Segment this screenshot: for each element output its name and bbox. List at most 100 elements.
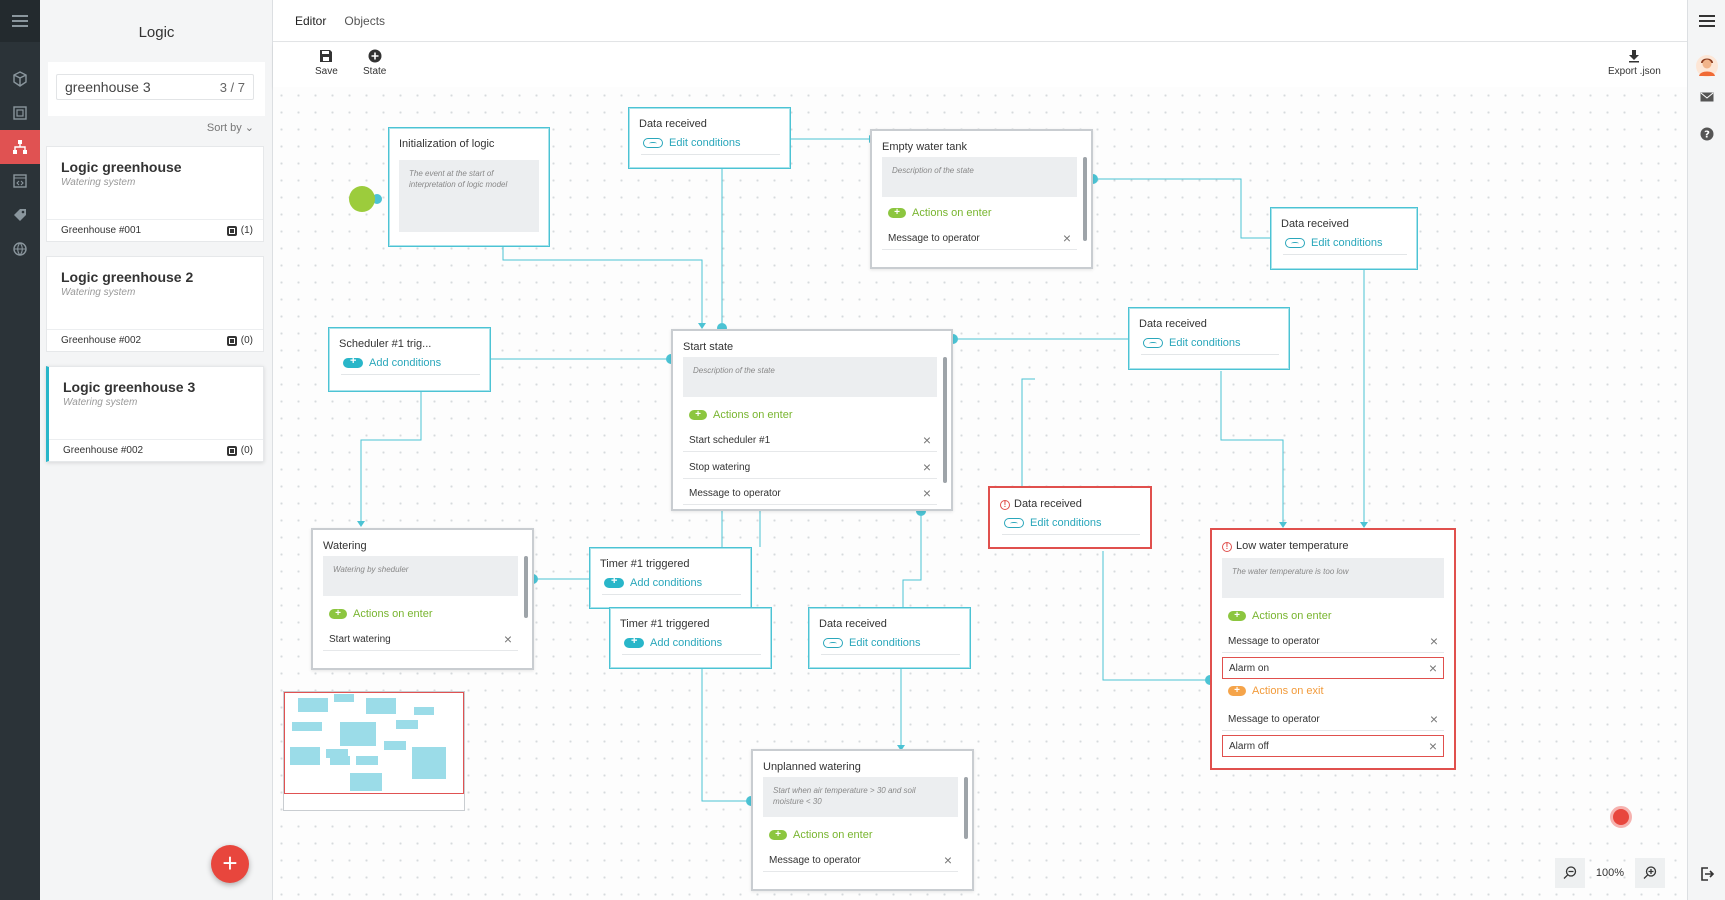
save-button[interactable]: Save <box>315 49 338 77</box>
action-row-error[interactable]: Alarm on× <box>1222 657 1444 679</box>
remove-icon[interactable]: × <box>922 485 931 501</box>
node-data-received-error[interactable]: !Data received Edit conditions <box>988 486 1152 549</box>
action-row[interactable]: Start scheduler #1× <box>683 430 937 452</box>
sort-by-dropdown[interactable]: Sort by ⌄ <box>207 121 254 134</box>
action-label: Stop watering <box>689 462 751 473</box>
actions-on-enter-header[interactable]: +Actions on enter <box>1228 610 1332 622</box>
remove-icon[interactable]: × <box>1429 633 1438 649</box>
help-button[interactable]: ? <box>1688 127 1725 141</box>
zoom-out-button[interactable] <box>1555 858 1585 888</box>
actions-on-exit-header[interactable]: +Actions on exit <box>1228 685 1324 697</box>
add-conditions-link[interactable]: Add conditions <box>343 355 442 369</box>
right-menu-button[interactable] <box>1688 0 1725 42</box>
node-title: !Data received <box>1000 498 1082 510</box>
remove-icon[interactable]: × <box>1062 230 1071 246</box>
action-row-error[interactable]: Alarm off× <box>1222 735 1444 757</box>
remove-icon[interactable]: × <box>1428 660 1437 676</box>
actions-on-enter-header[interactable]: +Actions on enter <box>689 409 793 421</box>
node-low-water-temperature[interactable]: !Low water temperature The water tempera… <box>1210 528 1456 770</box>
tab-objects[interactable]: Objects <box>344 13 386 28</box>
logic-item-selected[interactable]: Logic greenhouse 3 Watering system Green… <box>46 366 264 462</box>
zoom-out-icon <box>1563 866 1577 879</box>
main-nav-rail <box>0 0 40 900</box>
nav-code-button[interactable] <box>0 164 40 198</box>
node-watering[interactable]: Watering Watering by sheduler +Actions o… <box>311 528 534 670</box>
minimap-viewport[interactable] <box>284 692 464 794</box>
nav-network-button[interactable] <box>0 232 40 266</box>
remove-icon[interactable]: × <box>1428 738 1437 754</box>
logic-item[interactable]: Logic greenhouse Watering system Greenho… <box>46 146 264 242</box>
scrollbar[interactable] <box>964 777 968 839</box>
add-logic-button[interactable]: + <box>211 845 249 883</box>
node-unplanned-watering[interactable]: Unplanned watering Start when air temper… <box>751 749 974 891</box>
logic-item[interactable]: Logic greenhouse 2 Watering system Green… <box>46 256 264 352</box>
messages-button[interactable] <box>1688 92 1725 102</box>
start-point[interactable] <box>349 186 375 212</box>
right-rail: ? <box>1687 0 1725 900</box>
action-row[interactable]: Stop watering × <box>683 457 937 479</box>
actions-on-enter-header[interactable]: +Actions on enter <box>888 207 992 219</box>
node-title: Watering <box>323 540 367 552</box>
nav-logic-button[interactable] <box>0 130 40 164</box>
edit-conditions-link[interactable]: Edit conditions <box>1285 237 1383 249</box>
remove-icon[interactable]: × <box>943 852 952 868</box>
remove-icon[interactable]: × <box>922 459 931 475</box>
tab-editor[interactable]: Editor <box>295 13 327 28</box>
remove-icon[interactable]: × <box>1429 711 1438 727</box>
node-initialization[interactable]: Initialization of logic The event at the… <box>388 127 550 247</box>
action-row[interactable]: Message to operator× <box>683 483 937 505</box>
minimap[interactable] <box>283 691 465 811</box>
logic-item-subtitle: Watering system <box>61 287 136 298</box>
menu-button[interactable] <box>0 0 40 42</box>
node-data-received[interactable]: Data received Edit conditions <box>628 107 791 169</box>
actions-on-enter-header[interactable]: +Actions on enter <box>329 608 433 620</box>
user-avatar[interactable] <box>1688 54 1725 78</box>
edit-conditions-link[interactable]: Edit conditions <box>643 137 741 149</box>
action-row[interactable]: Message to operator× <box>1222 709 1444 731</box>
node-timer-triggered[interactable]: Timer #1 triggered Add conditions <box>589 547 752 609</box>
record-button[interactable] <box>1610 806 1632 828</box>
node-scheduler-trigger[interactable]: Scheduler #1 trig... Add conditions <box>328 327 491 392</box>
link-label: Edit conditions <box>849 637 921 649</box>
divider <box>1141 354 1279 355</box>
nav-tags-button[interactable] <box>0 198 40 232</box>
link-label: Add conditions <box>369 357 442 369</box>
arrow-head <box>357 521 365 527</box>
add-conditions-link[interactable]: Add conditions <box>604 575 702 589</box>
action-label: Message to operator <box>1228 636 1320 647</box>
remove-icon[interactable]: × <box>503 631 512 647</box>
nav-objects-button[interactable] <box>0 62 40 96</box>
edit-conditions-link[interactable]: Edit conditions <box>823 637 921 649</box>
node-data-received[interactable]: Data received Edit conditions <box>808 607 971 669</box>
edit-conditions-link[interactable]: Edit conditions <box>1143 337 1241 349</box>
add-conditions-link[interactable]: Add conditions <box>624 635 722 649</box>
edit-conditions-link[interactable]: Edit conditions <box>1004 517 1102 529</box>
logic-item-footer: Greenhouse #001 (1) <box>47 219 263 241</box>
node-start-state[interactable]: Start state Description of the state +Ac… <box>671 329 953 511</box>
zoom-in-button[interactable] <box>1635 858 1665 888</box>
search-input[interactable] <box>65 79 215 95</box>
scrollbar[interactable] <box>1083 157 1087 241</box>
node-data-received[interactable]: Data received Edit conditions <box>1270 207 1418 270</box>
node-empty-water-tank[interactable]: Empty water tank Description of the stat… <box>870 129 1093 269</box>
wire <box>701 669 751 802</box>
node-data-received[interactable]: Data received Edit conditions <box>1128 307 1290 370</box>
logic-canvas[interactable]: Initialization of logic The event at the… <box>273 87 1687 900</box>
logout-button[interactable] <box>1688 866 1725 882</box>
nav-devices-button[interactable] <box>0 96 40 130</box>
zoom-level: 100% <box>1595 867 1625 879</box>
export-json-button[interactable]: Export .json <box>1608 49 1661 77</box>
node-description: Description of the state <box>683 357 937 397</box>
state-label: State <box>363 66 387 77</box>
actions-on-enter-header[interactable]: +Actions on enter <box>769 829 873 841</box>
add-state-button[interactable]: State <box>363 49 386 77</box>
node-timer-triggered[interactable]: Timer #1 triggered Add conditions <box>609 607 772 669</box>
remove-icon[interactable]: × <box>922 432 931 448</box>
action-row[interactable]: Start watering× <box>323 629 518 651</box>
action-row[interactable]: Message to operator× <box>882 228 1077 250</box>
scrollbar[interactable] <box>524 556 528 618</box>
scrollbar[interactable] <box>943 357 947 483</box>
action-row[interactable]: Message to operator× <box>763 850 958 872</box>
action-row[interactable]: Message to operator × <box>1222 631 1444 653</box>
save-label: Save <box>315 66 338 77</box>
